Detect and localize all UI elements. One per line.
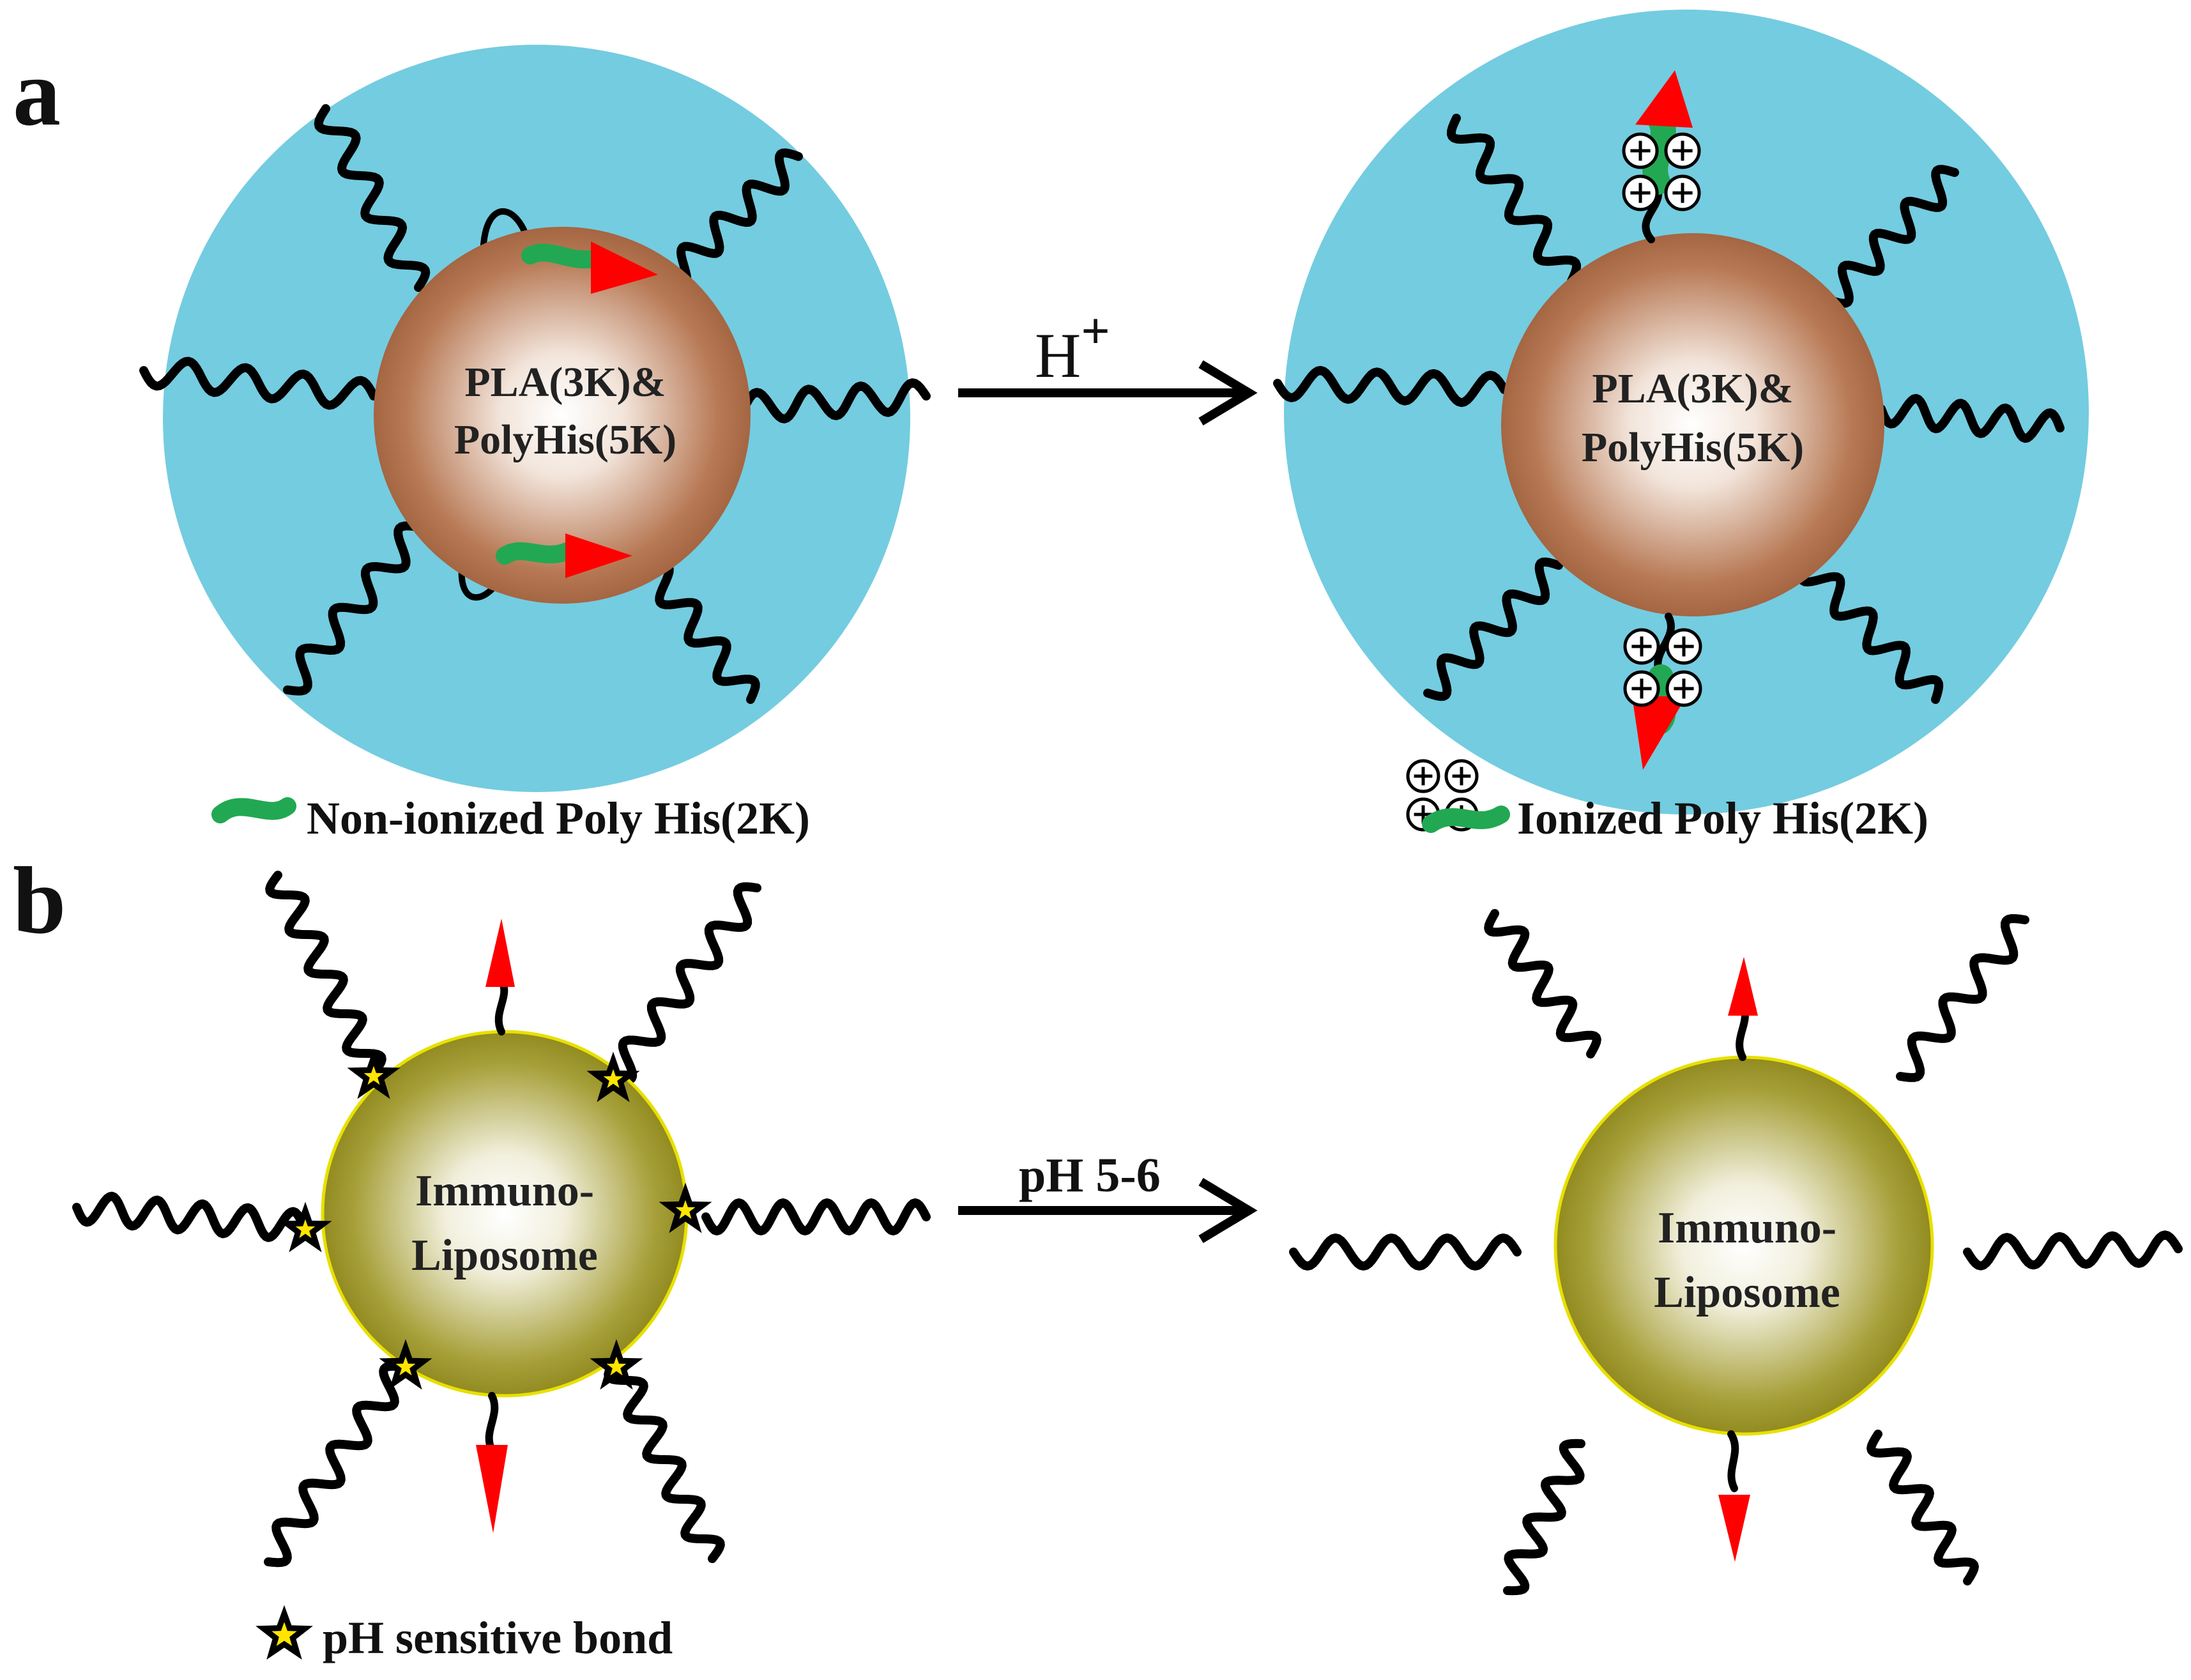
reaction-arrow-a: H+ [958,303,1258,426]
wavy-chain-icon [1826,165,1959,308]
wavy-chain-icon [1273,365,1509,408]
wavy-chain-icon [1796,558,1944,704]
micelle-right-core [1501,233,1884,616]
panel-letter-a: a [13,40,61,146]
ligand-top [1728,957,1758,1061]
star-icon [256,1605,313,1660]
circled-plus-icon [1665,670,1702,707]
legend-ionized-label: Ionized Poly His(2K) [1517,793,1928,844]
wavy-chain-icon [1423,557,1563,701]
wavy-chain-icon [609,882,761,1085]
star-icon [256,1605,313,1660]
red-arrow-icon [485,919,515,987]
wavy-chain-icon [264,1361,407,1568]
micelle-left: PLA(3K)& PolyHis(5K) [139,45,931,792]
legend-ph-bond-label: pH sensitive bond [323,1612,673,1663]
legend-ph-bond: pH sensitive bond [256,1605,673,1663]
legend-ionized: Ionized Poly His(2K) [1406,759,1928,844]
star-icon [279,1202,332,1253]
wavy-chain-icon [1896,914,2029,1082]
micelle-right-chains [1273,114,2065,704]
legend-non-ionized: Non-ionized Poly His(2K) [211,793,810,844]
wavy-chain-icon [139,356,378,410]
micelle-right-core-label-line2: PolyHis(5K) [1582,424,1804,471]
liposome-left-label-line1: Immuno- [415,1166,594,1216]
wavy-chain-icon [604,1356,725,1563]
circled-plus-icon [1623,670,1660,707]
circled-plus-icon [1622,132,1659,169]
liposome-right-label-line1: Immuno- [1658,1203,1836,1253]
red-arrow-icon [1635,70,1693,128]
panel-letter-b: b [13,848,66,954]
wavy-chain-icon [314,104,431,292]
wavy-chain-icon [265,871,386,1078]
reaction-arrow-b: pH 5-6 [958,1149,1258,1244]
wavy-chain-icon [1963,1230,2183,1271]
micelle-right: PLA(3K)& PolyHis(5K) [1273,10,2089,814]
wavy-chain-icon [1877,393,2065,443]
charge-cluster-bottom [1623,628,1702,707]
ligand-bottom [1718,1430,1750,1562]
star-icon [659,1182,712,1233]
red-arrow-icon [1718,1495,1750,1562]
red-arrow-icon [591,241,658,294]
micelle-left-chains [139,104,931,704]
star-icon [347,1048,401,1099]
circled-plus-icon [1406,759,1440,793]
legend-non-ionized-label: Non-ionized Poly His(2K) [307,793,810,844]
star-icon [379,1339,432,1390]
red-arrow-icon [1632,696,1686,770]
star-icon [590,1339,643,1390]
wavy-chain-icon [714,378,931,427]
polyhis-segment-icon [211,797,296,823]
charge-cluster-top [1622,132,1701,211]
star-icon [586,1051,640,1103]
polyhis-folded-bottom [496,533,632,578]
liposome-left: Immuno- Liposome [72,871,931,1568]
circled-plus-icon [1622,174,1659,211]
wavy-chain-icon [1446,114,1582,286]
micelle-left-core-label-line1: PLA(3K)& [464,359,666,406]
liposome-right: Immuno- Liposome [1289,909,2183,1596]
wavy-chain-icon [1503,1439,1585,1596]
bond-stars [279,1048,712,1390]
wavy-chain-icon [701,1198,931,1235]
micelle-left-core [374,227,751,604]
stimulus-proton: H+ [1035,303,1110,391]
wavy-chain-icon [1289,1233,1522,1271]
wavy-chain-icon [1484,909,1601,1058]
stimulus-ph: pH 5-6 [1019,1149,1161,1202]
ligand-top [485,919,515,1035]
wavy-chain-icon [663,148,803,289]
ligand-bottom [476,1392,508,1533]
circled-plus-icon [1665,628,1702,665]
micelle-right-core-label-line1: PLA(3K)& [1592,365,1793,412]
liposome-left-label-line2: Liposome [411,1231,598,1280]
red-arrow-icon [1728,957,1758,1016]
liposome-right-label-line2: Liposome [1654,1268,1840,1317]
polyhis-segment-icon [1422,806,1510,833]
wavy-chain-icon [283,521,423,696]
wavy-chain-icon [1867,1430,1979,1585]
liposome-right-detached-chains [1289,909,2183,1596]
circled-plus-icon [1444,759,1479,793]
red-arrow-icon [476,1445,508,1533]
polyhis-folded-top [521,241,658,294]
liposome-left-chains [72,871,931,1568]
micelle-left-core-label-line2: PolyHis(5K) [454,416,676,463]
circled-plus-icon [1664,174,1701,211]
red-arrow-icon [565,533,632,578]
wavy-chain-icon [72,1191,308,1242]
circled-plus-icon [1623,628,1660,665]
circled-plus-icon [1664,132,1701,169]
